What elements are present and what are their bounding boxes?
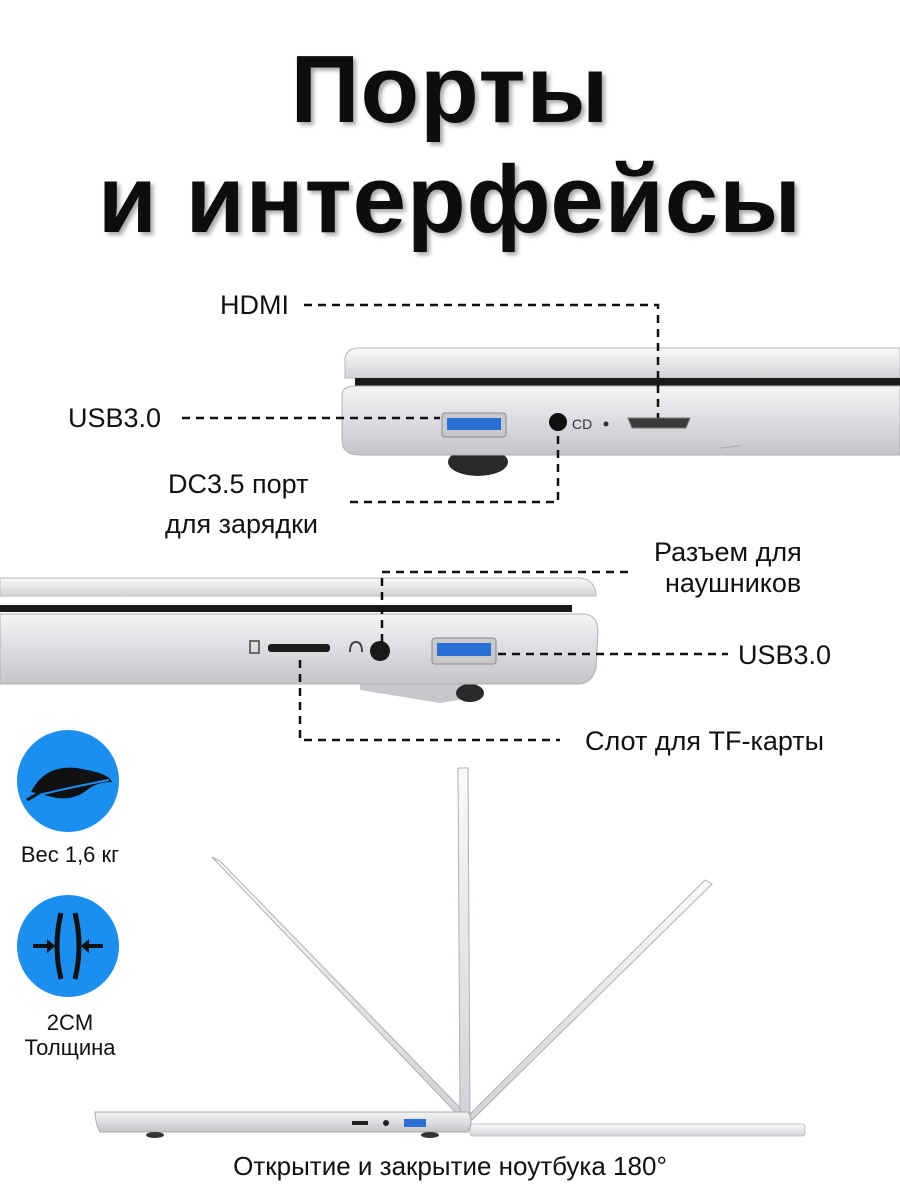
connector-lines xyxy=(182,303,728,742)
opening-caption: Открытие и закрытие ноутбука 180° xyxy=(233,1151,667,1181)
laptop-opening-illustration xyxy=(94,767,806,1138)
feather-icon xyxy=(26,767,112,802)
laptop-top-view: CD xyxy=(341,347,900,476)
hdmi-label: HDMI xyxy=(220,290,289,320)
compress-icon xyxy=(33,912,103,980)
usb-right-label: USB3.0 xyxy=(738,640,832,670)
cd-mark: CD xyxy=(572,416,592,432)
title-line-2: и интерфейсы xyxy=(97,146,803,253)
thickness-value: 2CM xyxy=(46,1010,94,1035)
thickness-badge xyxy=(17,895,119,997)
dc-port-label-line1: DC3.5 порт xyxy=(168,469,309,499)
headphone-label-line1: Разъем для xyxy=(654,537,802,567)
title-line-1: Порты xyxy=(290,36,610,143)
tf-slot-label: Слот для TF-карты xyxy=(585,726,825,756)
dc-port-label-line2: для зарядки xyxy=(165,509,319,539)
weight-label: Вес 1,6 кг xyxy=(20,842,120,867)
headphone-label-line2: наушников xyxy=(665,568,802,598)
usb-left-label: USB3.0 xyxy=(68,403,162,433)
weight-badge xyxy=(17,730,119,832)
laptop-left-view xyxy=(0,577,599,703)
thickness-label: Толщина xyxy=(24,1035,116,1060)
